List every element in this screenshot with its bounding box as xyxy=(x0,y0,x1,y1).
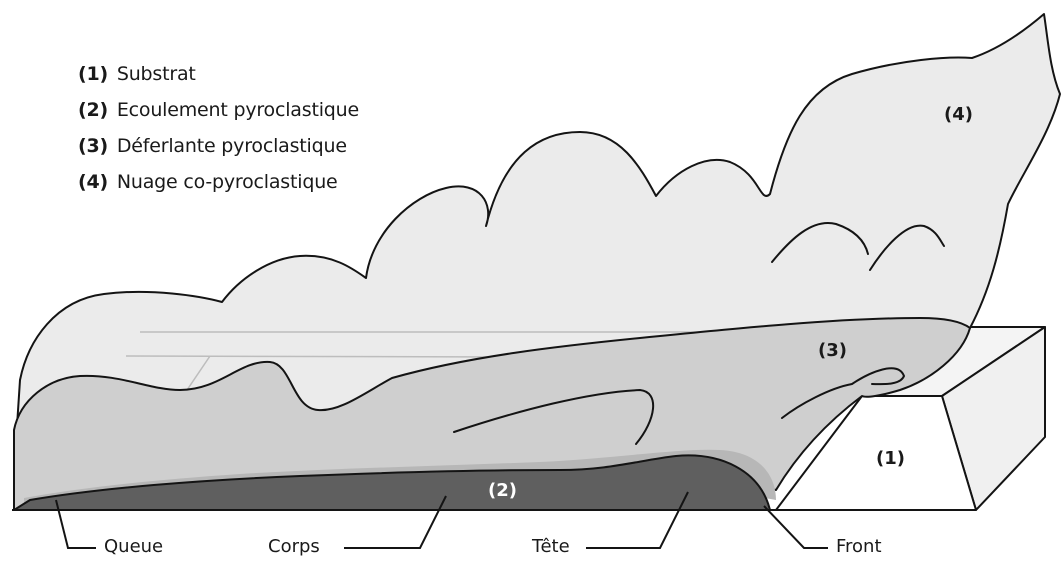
label-tete: Tête xyxy=(532,536,570,557)
label-queue: Queue xyxy=(104,536,164,557)
label-corps: Corps xyxy=(268,536,320,557)
leader-lines xyxy=(55,491,828,549)
legend-item-ecoulement: (2) Ecoulement pyroclastique xyxy=(78,92,359,128)
label-nuage: (4) xyxy=(944,104,973,125)
legend-num: (4) xyxy=(78,171,108,193)
legend-num: (2) xyxy=(78,99,108,121)
legend-text: Ecoulement pyroclastique xyxy=(116,99,359,121)
legend-text: Déferlante pyroclastique xyxy=(116,135,347,157)
legend-item-nuage: (4) Nuage co-pyroclastique xyxy=(78,164,359,200)
legend-text: Nuage co-pyroclastique xyxy=(116,171,338,193)
label-substrat: (1) xyxy=(876,448,905,469)
legend: (1) Substrat (2) Ecoulement pyroclastiqu… xyxy=(78,56,359,200)
label-ecoulement: (2) xyxy=(488,480,517,501)
legend-item-substrat: (1) Substrat xyxy=(78,56,359,92)
legend-num: (1) xyxy=(78,63,108,85)
turbulence-curves xyxy=(453,222,945,445)
ecoulement-pyroclastique-shape xyxy=(13,454,771,511)
label-deferlante: (3) xyxy=(818,340,847,361)
legend-num: (3) xyxy=(78,135,108,157)
label-front: Front xyxy=(836,536,882,557)
legend-text: Substrat xyxy=(116,63,196,85)
legend-item-deferlante: (3) Déferlante pyroclastique xyxy=(78,128,359,164)
